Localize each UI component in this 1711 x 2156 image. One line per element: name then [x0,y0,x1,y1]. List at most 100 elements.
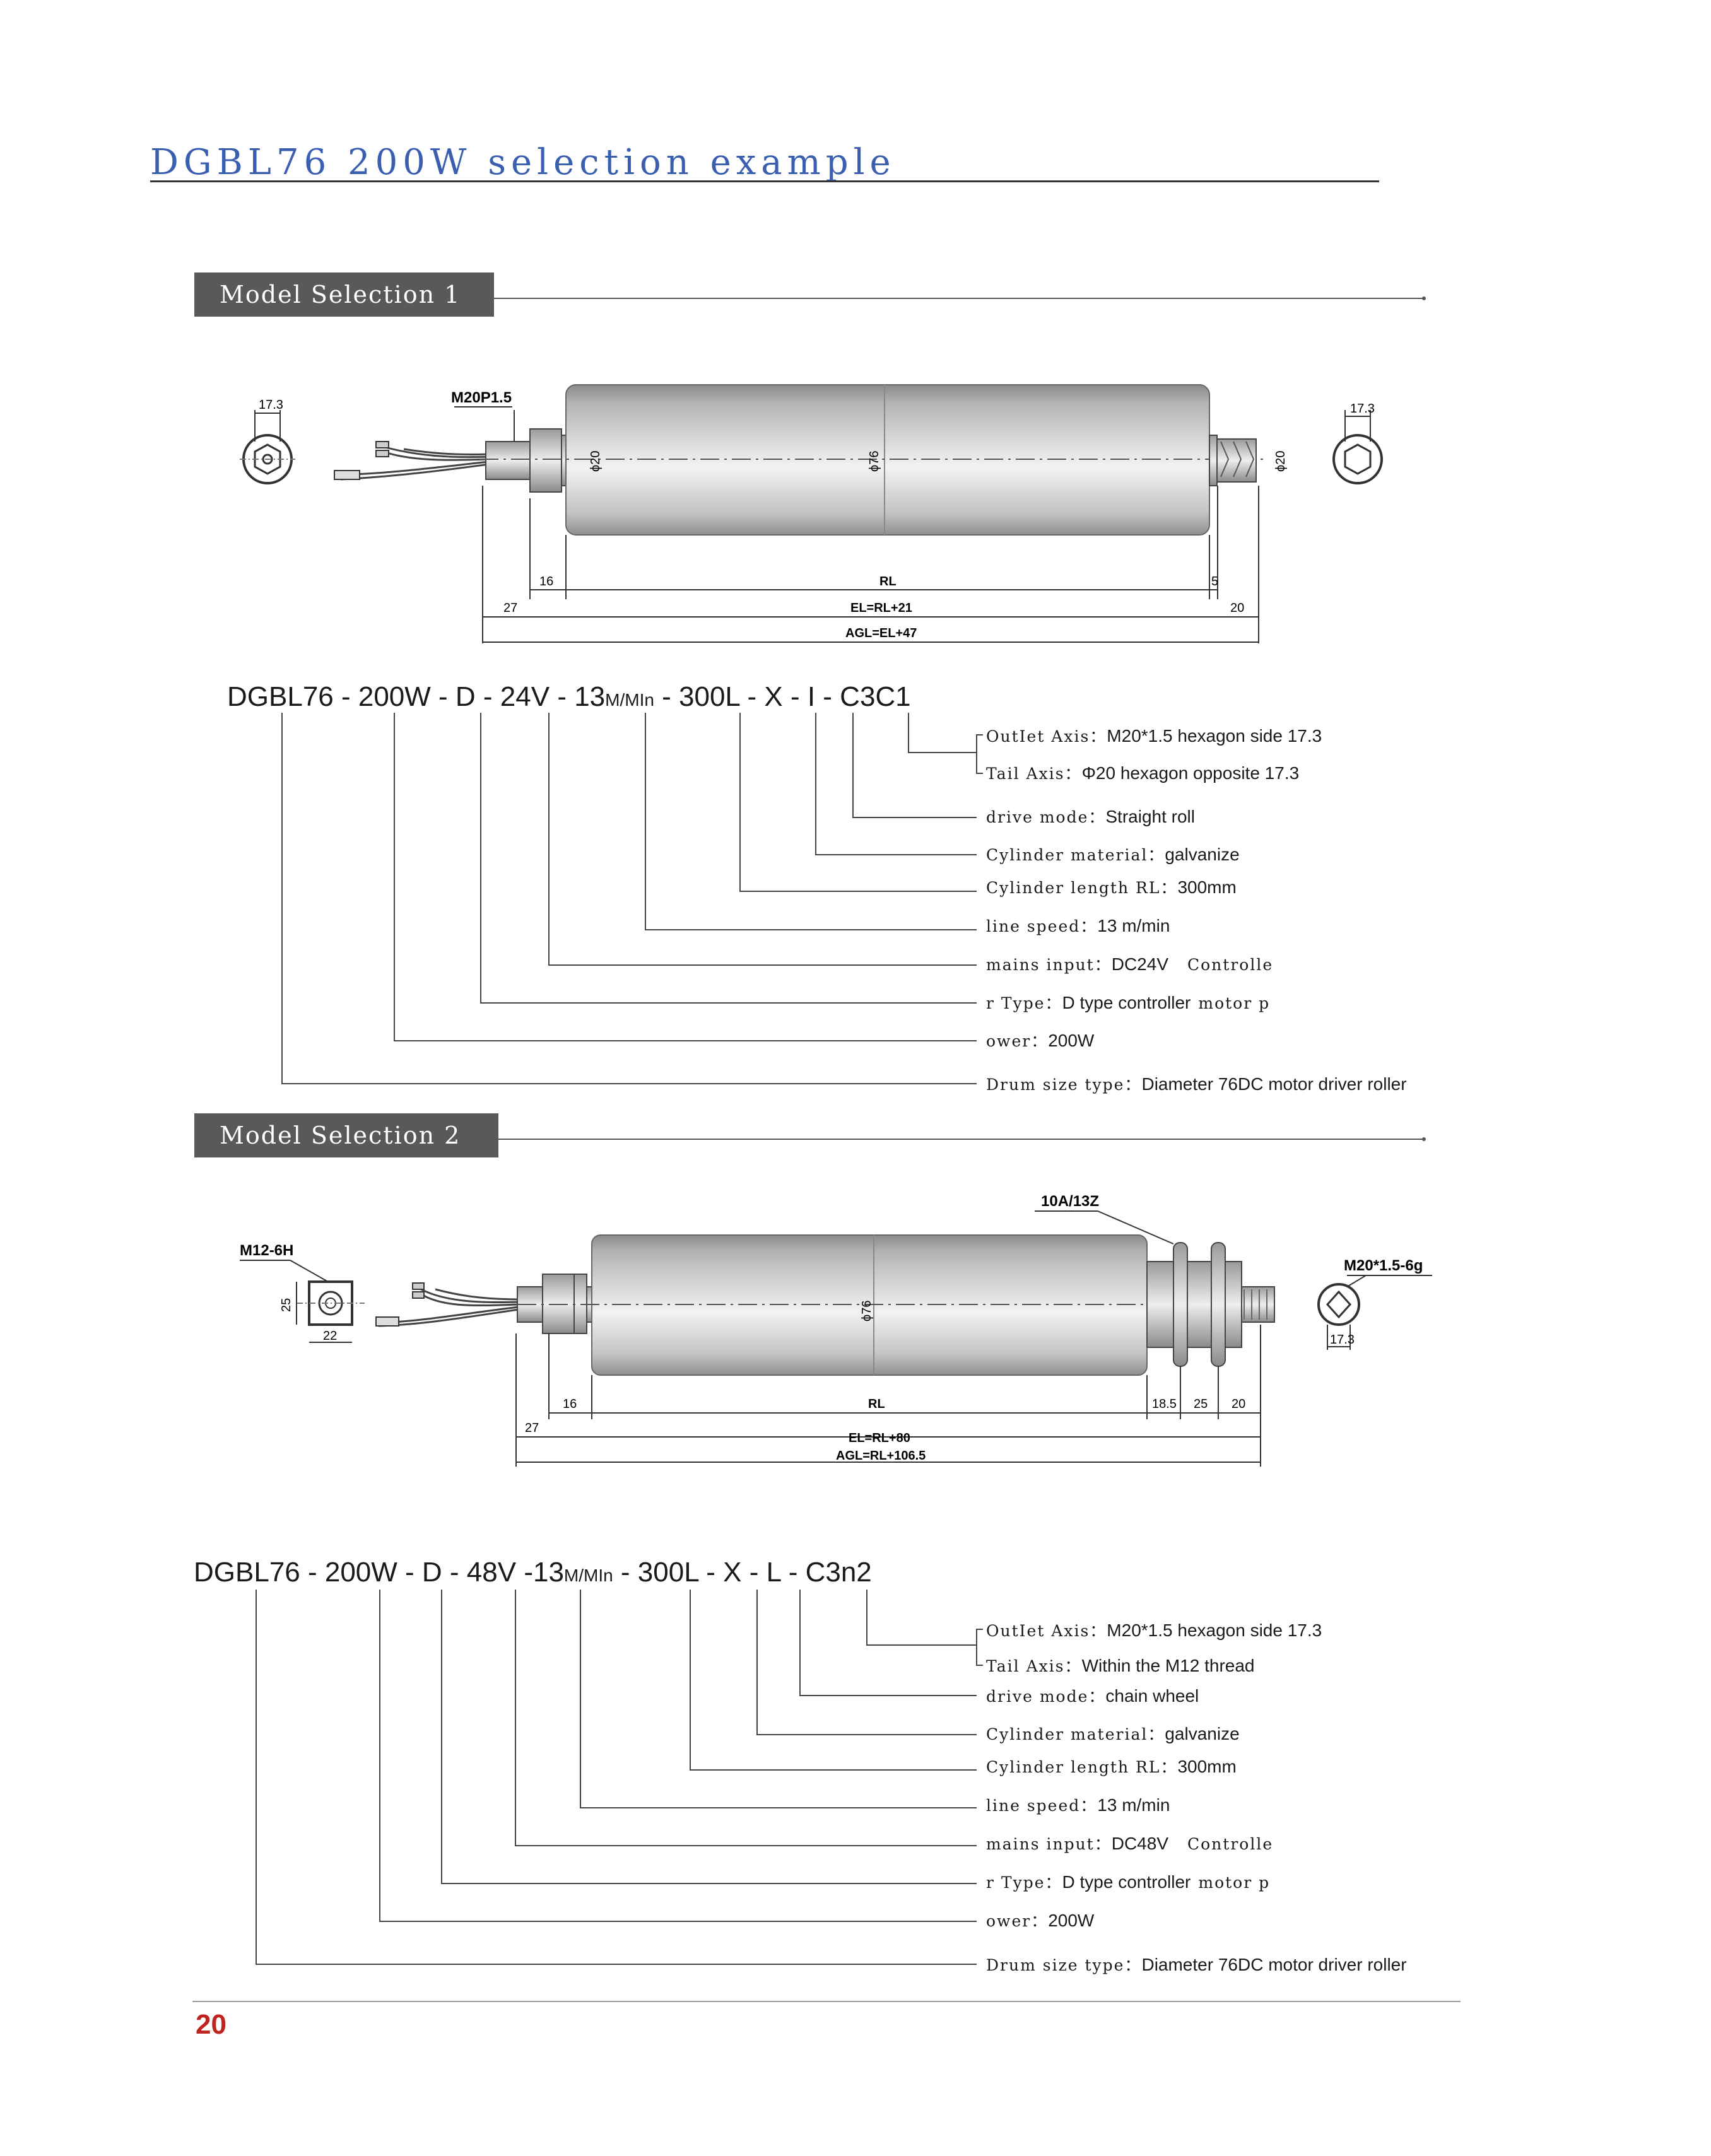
code-drum-size: DGBL76 [194,1557,300,1588]
code-controller: - D [397,1557,442,1588]
page-title: DGBL76 200W selection example [150,142,896,183]
footer-rule [192,2001,1461,2002]
spec-row: Cylinder length RL：300mm [986,877,1237,897]
spec-row: ower：200W [986,1911,1095,1930]
spec-row: Cylinder material：galvanize [986,845,1240,864]
spec-row: Cylinder material：galvanize [986,1724,1240,1743]
dim-label: 17.3 [1350,402,1375,416]
dim-label: 18.5 [1152,1397,1177,1411]
code-material: - X [698,1557,742,1588]
code-speed: -13 [516,1557,564,1588]
cable-wires [334,441,490,481]
dim-label: 16 [539,575,553,589]
dim-label: EL=RL+80 [849,1431,910,1445]
section-rule [498,1139,1423,1140]
thread-label: M12-6H [240,1242,293,1259]
spec-row: OutIet Axis：M20*1.5 hexagon side 17.3 [986,726,1322,746]
section-tab-selection-1: Model Selection 1 [194,272,494,317]
code-axis: - C3C1 [815,681,911,712]
right-end-view: 17.3 [1332,402,1383,484]
spec-row: line speed：13 m/min [986,1795,1170,1815]
dim-label: 27 [525,1421,539,1435]
spec-row: Drum size type：Diameter 76DC motor drive… [986,1955,1407,1974]
title-underline [150,180,1379,182]
spec-row: Tail Axis：Φ20 hexagon opposite 17.3 [986,763,1300,783]
sprocket [1173,1242,1188,1367]
code-voltage: - 48V [442,1557,517,1588]
rule-end-dot [1422,1137,1426,1141]
hex-nut [529,428,562,493]
dim-label: 5 [1211,575,1218,589]
left-end-view: M12-6H 25 22 [240,1242,365,1343]
dim-label: RL [868,1397,885,1411]
sprocket-label: 10A/13Z [1041,1193,1099,1210]
cable-gland [485,441,531,480]
dim-label: AGL=EL+47 [845,626,917,640]
shaft-dia-label: ϕ20 [1274,451,1288,472]
code-axis: - C3n2 [780,1557,872,1588]
spec-row: Drum size type：Diameter 76DC motor drive… [986,1074,1407,1094]
drawing-2: M12-6H 25 22 20 ϕ76 10A/13Z [240,1193,1432,1467]
section-rule [494,298,1423,299]
sprocket-hub [1146,1261,1242,1348]
spec-row: OutIet Axis：M20*1.5 hexagon side 17.3 [986,1620,1322,1640]
dim-label: 20 [1230,601,1244,615]
sprocket [1211,1242,1226,1367]
spec-row: Cylinder length RL：300mm [986,1757,1237,1776]
tail-shaft [1216,438,1257,483]
dim-label: 27 [503,601,517,615]
spec-row: line speed：13 m/min [986,916,1170,935]
code-controller: - D [430,681,476,712]
code-length: - 300L [654,681,740,712]
thread-label: M20*1.5-6g [1344,1257,1423,1274]
dimension-lines [515,1325,1261,1467]
drum-dia-label: ϕ76 [860,1301,874,1321]
model-code-2: DGBL76 - 200W - D - 48V -13M/MIn - 300L … [194,1557,872,1588]
right-end-view: M20*1.5-6g 17.3 [1317,1257,1432,1350]
code-drum-size: DGBL76 [227,681,334,712]
code-voltage: - 24V [475,681,550,712]
code-drive: - I [782,681,816,712]
thread-label: M20P1.5 [451,389,512,406]
spec-row: drive mode：Straight roll [986,807,1195,826]
code-speed: - 13 [550,681,606,712]
drawing-1: 17.3 M20P1.5 ϕ20 ϕ76 ϕ20 [240,384,1383,643]
dim-label: 22 [323,1329,337,1343]
code-drive: - L [741,1557,781,1588]
dim-label: 17.3 [1330,1333,1355,1347]
dimension-lines [482,486,1259,643]
dim-label: 17.3 [259,398,283,412]
code-speed-unit: M/MIn [563,1566,613,1585]
leader-lines-1 [281,713,983,1084]
shaft-dia-label: ϕ20 [589,451,603,472]
dim-label: 20 [1232,1397,1245,1411]
code-speed-unit: M/MIn [605,690,654,710]
drum-dia-label: ϕ76 [867,451,881,472]
page-number: 20 [196,2009,226,2040]
spec-row: drive mode：chain wheel [986,1686,1199,1706]
dim-label: 25 [279,1298,293,1312]
code-power: - 200W [300,1557,397,1588]
dim-label: EL=RL+21 [850,601,912,615]
leader-lines-2 [256,1590,983,1965]
dim-label: RL [879,575,897,589]
tail-shaft [1241,1286,1275,1323]
code-power: - 200W [333,681,431,712]
spec-row: Tail Axis：Within the M12 thread [986,1656,1255,1675]
cable-wires [375,1282,519,1327]
spec-row: ower：200W [986,1031,1095,1050]
left-end-view: 17.3 [240,398,295,484]
model-code-1: DGBL76 - 200W - D - 24V - 13M/MIn - 300L… [227,681,911,713]
code-length: - 300L [613,1557,699,1588]
code-material: - X [739,681,783,712]
dim-label: 25 [1194,1397,1208,1411]
rule-end-dot [1422,296,1426,300]
dim-label: AGL=RL+106.5 [836,1449,926,1463]
section-tab-selection-2: Model Selection 2 [194,1113,498,1157]
dim-label: 16 [563,1397,577,1411]
